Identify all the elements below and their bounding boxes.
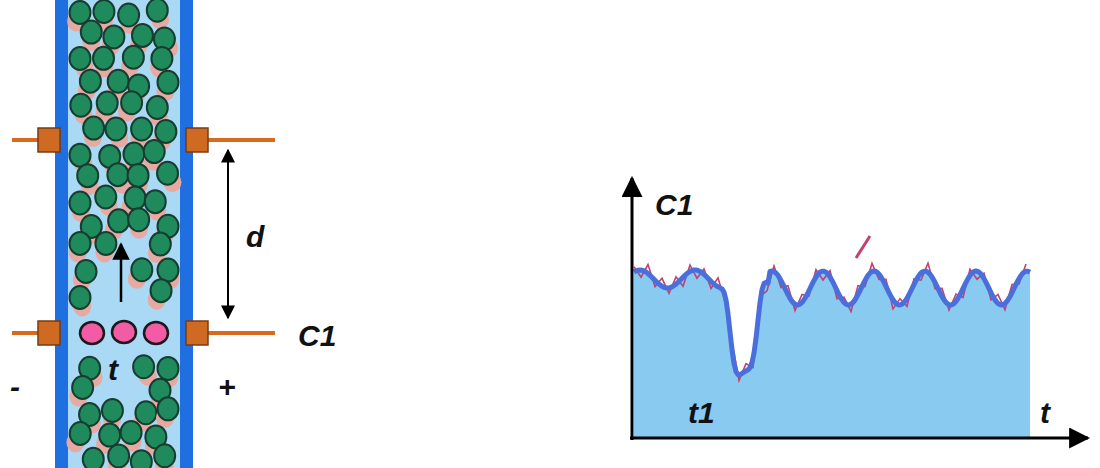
cell: [158, 357, 179, 380]
tube-wall: [180, 0, 193, 468]
cell: [135, 401, 156, 424]
cell: [131, 118, 152, 141]
diagram-label: t: [108, 355, 118, 385]
cell: [108, 70, 129, 93]
cell: [147, 0, 168, 22]
cell: [102, 399, 123, 422]
cell: [107, 163, 128, 186]
cell: [158, 71, 179, 94]
cell: [80, 70, 101, 93]
cell: [128, 208, 149, 231]
cell: [157, 162, 178, 185]
cell: [70, 191, 91, 214]
diagram-label: -: [10, 372, 20, 402]
cell: [144, 140, 165, 163]
marked-cell: [80, 321, 168, 344]
cell: [151, 279, 172, 302]
chart-label: C1: [655, 190, 693, 220]
cell: [97, 92, 118, 115]
cell: [108, 209, 129, 232]
cell: [105, 118, 126, 141]
cell: [133, 355, 154, 378]
diagram-label: d: [246, 222, 264, 252]
cell: [95, 232, 116, 255]
cell: [131, 450, 152, 468]
cell: [128, 164, 149, 187]
cell: [123, 46, 144, 69]
cell: [121, 421, 142, 444]
electrode: [12, 128, 275, 345]
cell: [70, 286, 91, 309]
cell: [155, 120, 176, 143]
cell: [70, 232, 91, 255]
cell: [123, 143, 144, 166]
cell: [70, 94, 91, 117]
tube-interior: [68, 0, 180, 468]
cell: [121, 91, 142, 114]
cell: [108, 444, 129, 467]
cell: [154, 444, 175, 467]
cell: [72, 376, 93, 399]
cell: [158, 259, 179, 282]
signal-mark: [856, 236, 870, 258]
cell: [145, 190, 166, 213]
diagram-label: +: [218, 372, 236, 402]
cell: [83, 448, 104, 468]
tube-wall: [55, 0, 68, 468]
cell: [99, 424, 120, 447]
cell: [76, 260, 97, 283]
cell: [81, 21, 102, 44]
cell: [131, 258, 152, 281]
cell: [125, 187, 146, 210]
cell: [95, 186, 116, 209]
signal-area: [634, 270, 1030, 438]
cell: [93, 47, 114, 70]
smoothed-signal: [634, 270, 1030, 375]
cell: [83, 117, 104, 140]
cell: [103, 25, 124, 48]
chart-label: t: [1040, 398, 1050, 428]
dimension-arrow: [227, 150, 229, 318]
chart-label: t1: [688, 398, 715, 428]
cell: [147, 96, 168, 119]
cell: [151, 47, 172, 70]
cell: [132, 24, 153, 47]
cell: [77, 164, 98, 187]
x-axis: [630, 437, 1088, 440]
cell: [150, 233, 171, 256]
cell: [93, 0, 114, 23]
y-axis: [631, 178, 634, 440]
cell: [70, 422, 91, 445]
flow-arrow: [120, 244, 123, 302]
cell: [70, 47, 91, 70]
cell: [118, 4, 139, 27]
cell: [158, 397, 179, 420]
diagram-label: C1: [298, 321, 336, 351]
